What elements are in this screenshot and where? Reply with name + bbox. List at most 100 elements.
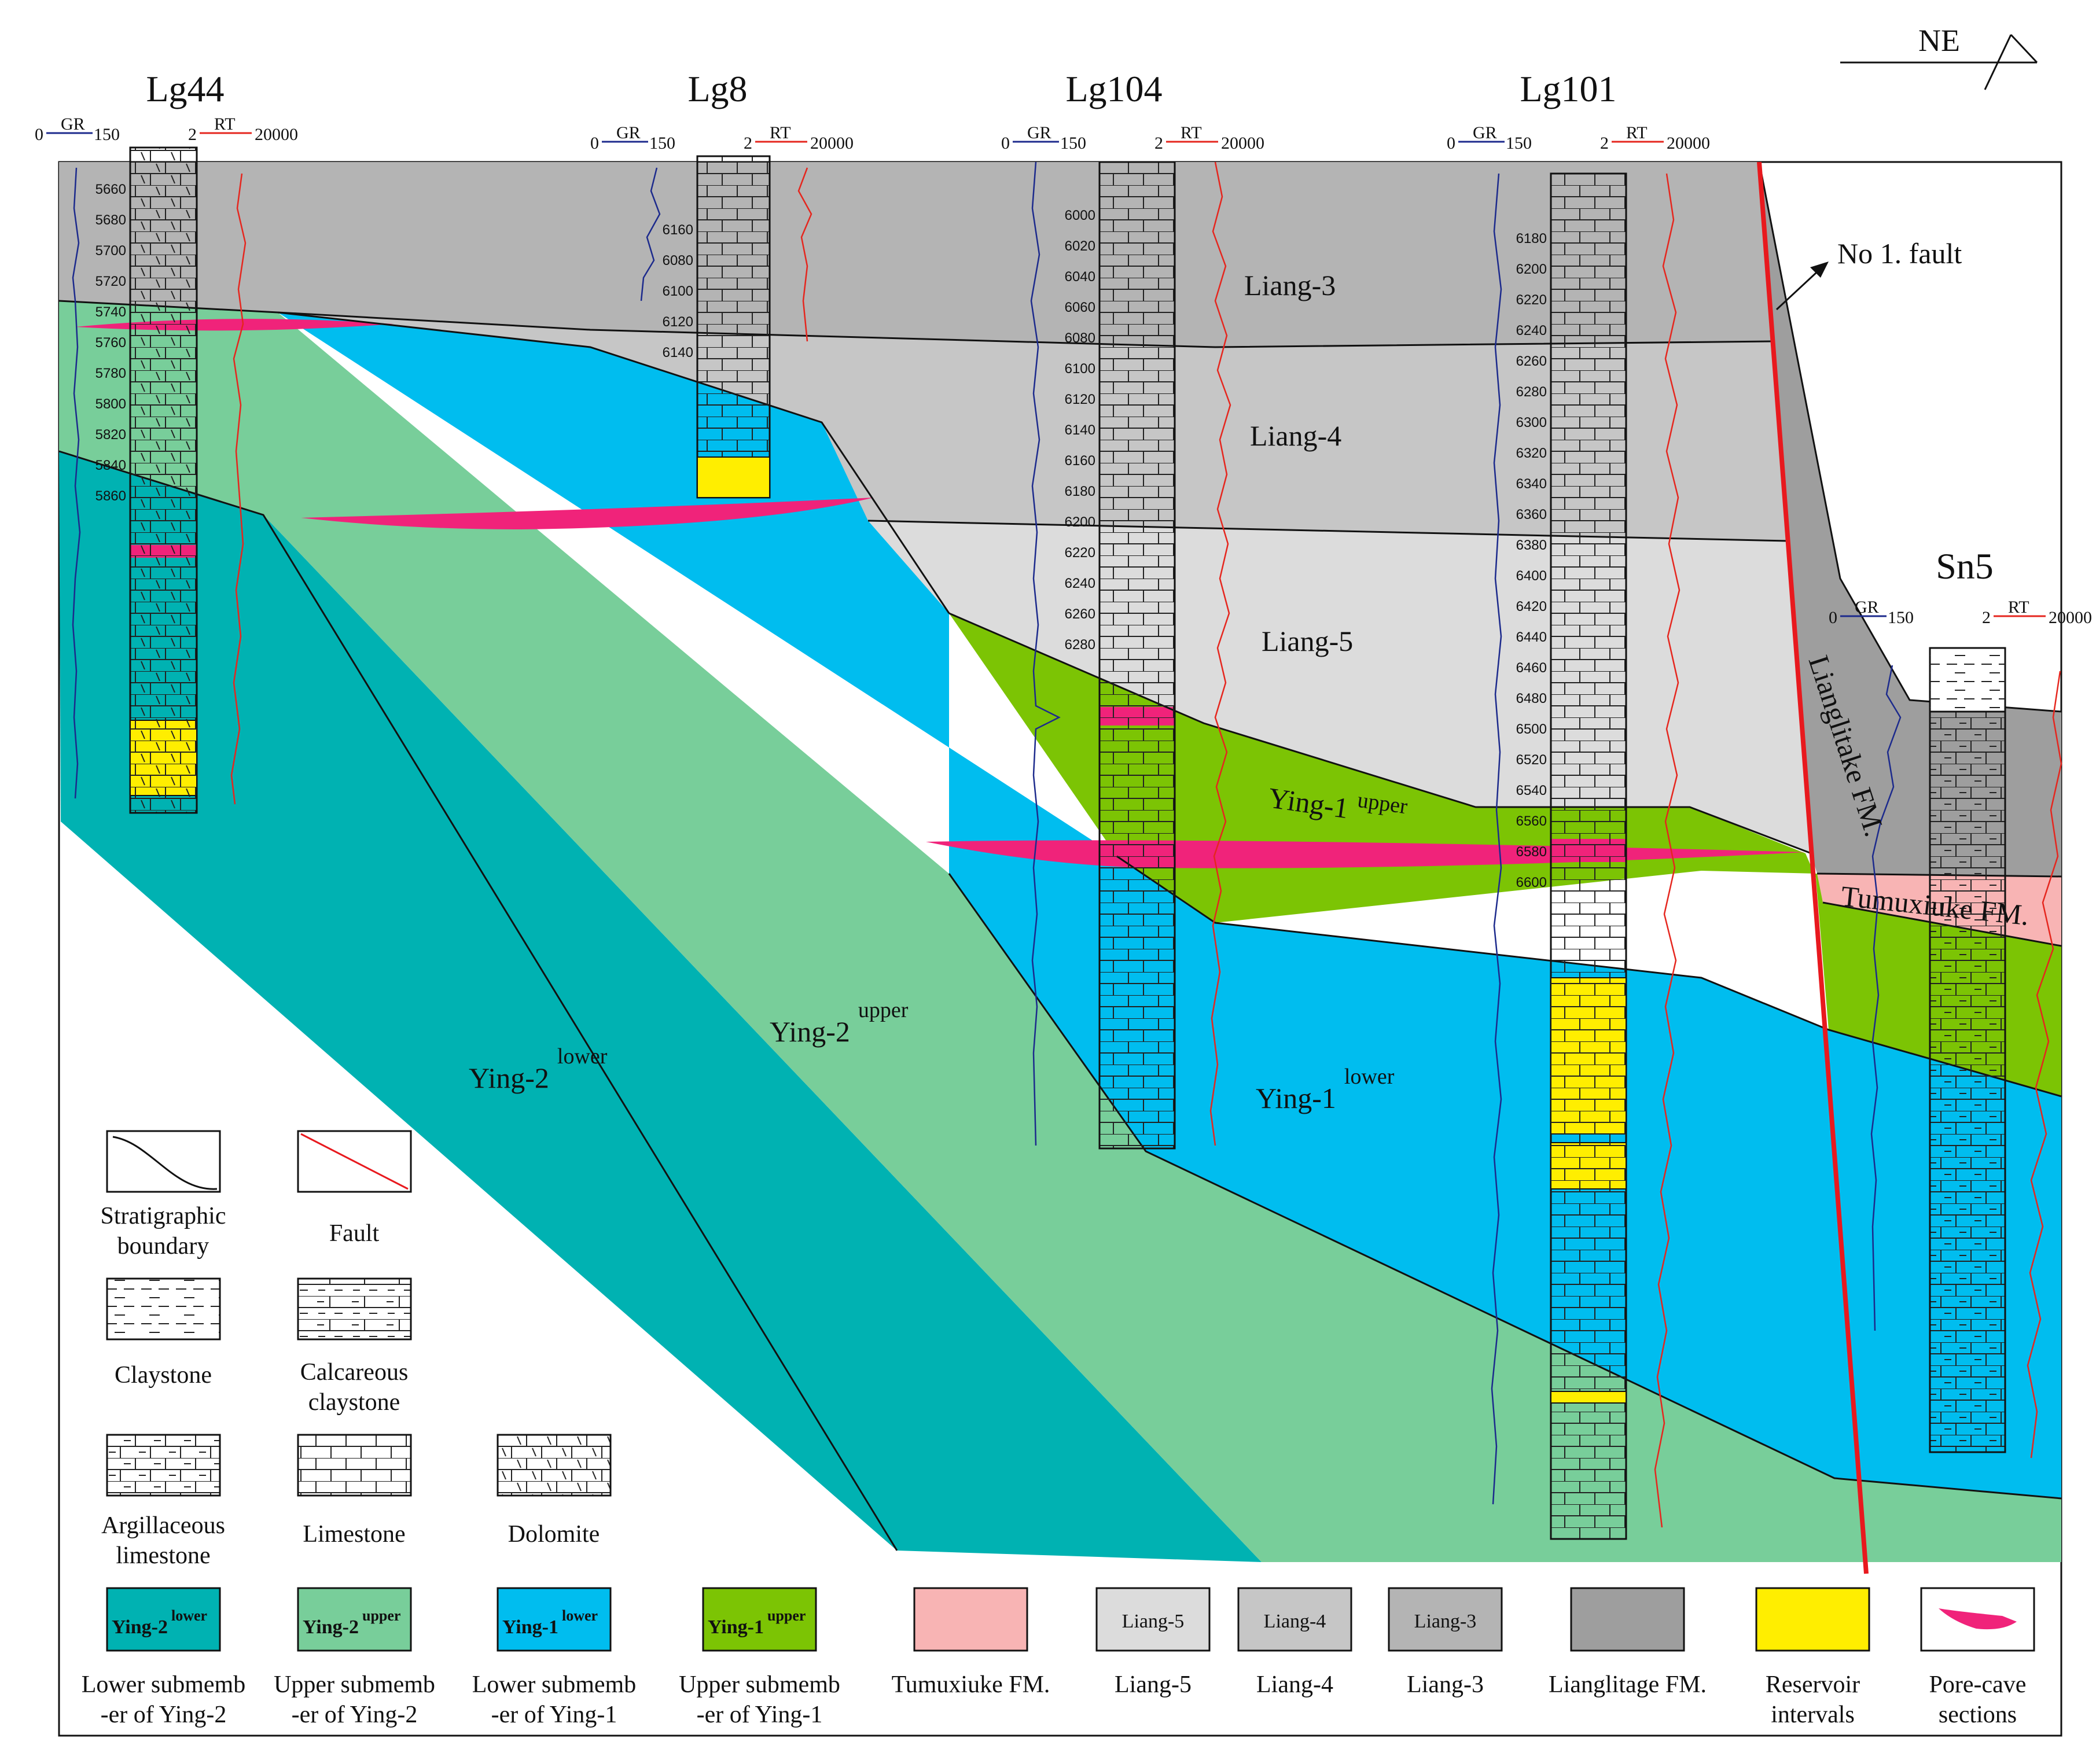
legend-swatch-label: Liang-5 <box>1122 1611 1185 1632</box>
depth-label: 5720 <box>95 274 126 289</box>
depth-label: 6100 <box>663 283 693 299</box>
well-column <box>1929 647 2006 1453</box>
legend-swatch-label: Ying-2upper <box>303 1607 400 1638</box>
legend-caption: Dolomite <box>508 1521 600 1548</box>
fault-label: No 1. fault <box>1837 237 1962 270</box>
depth-label: 6300 <box>1516 415 1547 430</box>
depth-labels: 5660568057005720574057605780580058205840… <box>95 182 1547 890</box>
legend-claystone-swatch <box>106 1277 221 1341</box>
legend-unit-swatch <box>497 1587 612 1652</box>
rt-name: RT <box>2008 598 2029 617</box>
legend-caption: Reservoir <box>1766 1671 1860 1698</box>
rt-min: 2 <box>188 125 197 144</box>
rt-min: 2 <box>1154 134 1163 153</box>
depth-label: 6180 <box>1065 484 1095 499</box>
depth-label: 6040 <box>1065 269 1095 285</box>
depth-label: 6280 <box>1516 384 1547 400</box>
legend-unit-swatch <box>1570 1587 1685 1652</box>
gr-curve-lg101 <box>1491 173 1502 1505</box>
legend-swatch-label: Liang-4 <box>1264 1611 1326 1632</box>
legend-porecave-shape <box>1939 1608 2017 1630</box>
depth-label: 6160 <box>663 222 693 238</box>
well-column-overlay <box>1551 978 1626 1192</box>
depth-label: 5780 <box>95 366 126 381</box>
depth-label: 6120 <box>663 314 693 330</box>
depth-label: 6200 <box>1516 262 1547 277</box>
well-columns <box>129 146 2006 1540</box>
legend-unit-swatch <box>297 1587 412 1652</box>
depth-label: 6020 <box>1065 238 1095 254</box>
depth-label: 5700 <box>95 243 126 259</box>
depth-label: 6480 <box>1516 691 1547 706</box>
legend-dolomite-swatch <box>497 1434 612 1497</box>
stratigraphic-boundaries <box>58 161 2062 1551</box>
label-ying2-upper: Ying-2upper <box>770 998 909 1048</box>
depth-label: 5860 <box>95 488 126 504</box>
rt-max: 20000 <box>1667 134 1710 153</box>
well-column-overlay <box>130 720 197 796</box>
legend-unit-swatch <box>913 1587 1028 1652</box>
fault-annotation: No 1. fault <box>1775 237 1962 311</box>
well-column-clay-overlay <box>1930 648 2005 712</box>
layer-liang3 <box>59 162 1771 347</box>
layer-lianglitage <box>1759 162 2061 877</box>
gr-curve-lg8 <box>640 167 661 301</box>
depth-label: 6260 <box>1065 606 1095 622</box>
legend-swatch-label: Ying-1lower <box>502 1607 598 1638</box>
legend-caption: Tumuxiuke FM. <box>892 1671 1050 1698</box>
legend-caption: Pore-cave <box>1929 1671 2027 1698</box>
legend-caption: -er of Ying-2 <box>101 1702 227 1728</box>
legend-caption: -er of Ying-1 <box>491 1702 617 1728</box>
legend-caption: Liang-3 <box>1407 1671 1484 1698</box>
well-lg104 <box>1098 161 1176 1150</box>
depth-label: 6440 <box>1516 629 1547 645</box>
compass-label: NE <box>1918 23 1960 58</box>
boundary-liang4-base <box>867 520 1789 542</box>
rt-max: 20000 <box>810 134 854 153</box>
rt-min: 2 <box>1600 134 1609 153</box>
legend-swatch-label: Ying-2lower <box>112 1607 207 1638</box>
well-name: Lg8 <box>687 68 747 109</box>
legend-caption: boundary <box>117 1233 209 1260</box>
gr-max: 150 <box>1888 608 1914 627</box>
well-name: Lg101 <box>1520 68 1616 109</box>
fault-arrow-head <box>1810 262 1829 278</box>
pore-cave-lens <box>301 498 874 529</box>
depth-label: 6280 <box>1065 637 1095 653</box>
rt-name: RT <box>1181 123 1202 142</box>
legend-unit-swatch <box>702 1587 817 1652</box>
depth-label: 6060 <box>1065 300 1095 315</box>
gr-name: GR <box>1473 123 1497 142</box>
label-liang3: Liang-3 <box>1244 269 1336 301</box>
boundary-ying1upper-base <box>1116 855 2062 1098</box>
depth-label: 6200 <box>1065 514 1095 530</box>
gr-curve-lg104 <box>1030 161 1061 1146</box>
well-lg8 <box>696 155 771 499</box>
well-column <box>1098 161 1176 1150</box>
gr-curve-lg44 <box>72 167 81 799</box>
legend-argillaceous-swatch <box>106 1434 221 1497</box>
boundary-ying1lower-base <box>948 873 2062 1500</box>
legend-caption: Upper submemb <box>274 1671 435 1698</box>
depth-label: 6520 <box>1516 752 1547 768</box>
boundary-liang3-base <box>58 300 1771 348</box>
legend-caption: Stratigraphic <box>101 1203 226 1229</box>
rt-curve-lg44 <box>230 173 247 805</box>
label-liang5: Liang-5 <box>1262 625 1353 657</box>
gr-min: 0 <box>1001 134 1010 153</box>
well-column <box>696 155 771 499</box>
rt-name: RT <box>770 123 791 142</box>
depth-label: 5680 <box>95 212 126 228</box>
rt-max: 20000 <box>1221 134 1264 153</box>
legend-fault-line <box>300 1133 409 1190</box>
well-name: Sn5 <box>1936 546 1994 587</box>
rt-curve-lg101 <box>1654 173 1681 1528</box>
rt-curve-lg8 <box>797 167 812 342</box>
gr-name: GR <box>1027 123 1051 142</box>
depth-label: 6120 <box>1065 392 1095 407</box>
legend-caption: Limestone <box>303 1521 405 1548</box>
legend-caption: Claystone <box>115 1362 212 1389</box>
depth-label: 6220 <box>1065 545 1095 561</box>
depth-label: 6080 <box>663 253 693 268</box>
